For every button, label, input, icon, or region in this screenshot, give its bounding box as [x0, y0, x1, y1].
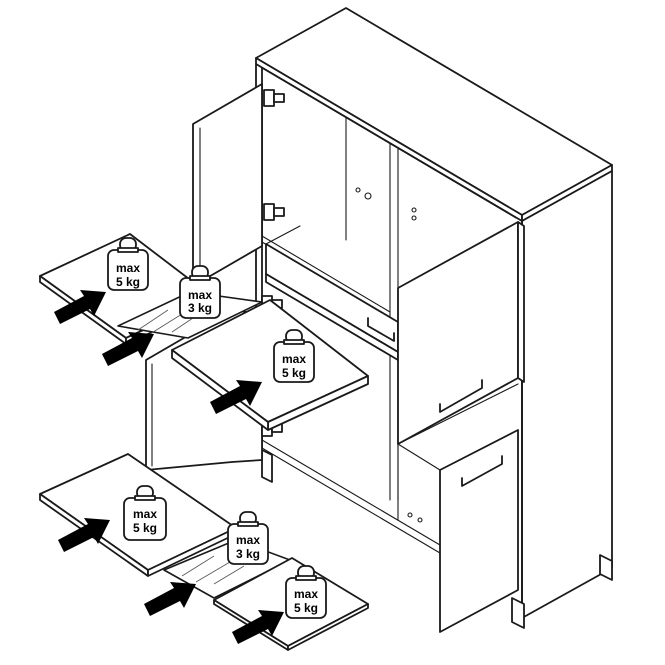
insert-arrow-icon — [58, 518, 110, 552]
hinge-icon — [263, 203, 275, 221]
handle-icon — [367, 317, 395, 342]
insert-arrows — [54, 290, 284, 644]
weight-label-max: max — [188, 288, 212, 302]
hinge-icon — [263, 89, 275, 107]
cabinet-body — [255, 7, 613, 629]
weight-icon — [273, 329, 315, 383]
insert-arrow-icon — [102, 332, 154, 366]
insert-arrow-icon — [144, 582, 196, 616]
insert-arrow-icon — [210, 380, 262, 414]
insert-arrow-icon — [54, 290, 106, 324]
weight-label-load: 5 kg — [116, 275, 140, 289]
weight-icon — [179, 265, 221, 319]
weight-icon — [107, 237, 149, 291]
weight-label-load: 3 kg — [188, 301, 212, 315]
weight-label-load: 5 kg — [133, 521, 157, 535]
upper-left-door — [192, 83, 285, 287]
weight-label-max: max — [133, 507, 157, 521]
handle-icon — [439, 379, 483, 413]
weight-icon — [227, 511, 269, 565]
weight-label-max: max — [282, 352, 306, 366]
weight-label-load: 3 kg — [236, 547, 260, 561]
weight-label-load: 5 kg — [294, 601, 318, 615]
weight-label-max: max — [294, 587, 318, 601]
weight-icon — [285, 565, 327, 619]
lower-right-door — [397, 383, 519, 633]
weight-label-load: 5 kg — [282, 366, 306, 380]
weight-icon — [123, 485, 167, 541]
insert-arrow-icon — [232, 610, 284, 644]
weight-label-max: max — [116, 261, 140, 275]
handle-icon — [461, 455, 503, 487]
weight-label-max: max — [236, 533, 260, 547]
upper-right-door — [397, 221, 525, 445]
